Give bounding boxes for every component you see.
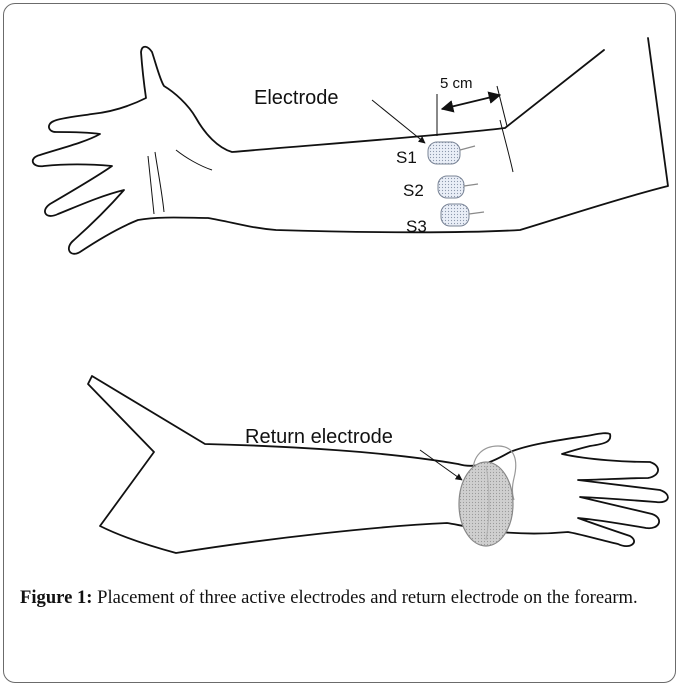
electrode-s3 [441, 204, 484, 226]
return-electrode-pointer [420, 450, 462, 480]
electrode-pointer [372, 100, 425, 143]
electrode-label: Electrode [254, 87, 339, 109]
top-arm-outline [33, 38, 668, 254]
top-arm: 5 cm Electrode S1 S2 S3 [33, 38, 668, 254]
return-electrode-label: Return electrode [245, 426, 393, 448]
distance-arrow [442, 95, 500, 109]
electrode-s1 [428, 142, 475, 164]
figure-caption: Figure 1: Placement of three active elec… [20, 584, 660, 611]
palm-line [176, 150, 212, 170]
forearm-diagram: 5 cm Electrode S1 S2 S3 Return el [0, 0, 681, 580]
wrist-crease-1 [148, 156, 154, 214]
wrist-crease-2 [155, 152, 164, 212]
bottom-arm: Return electrode [88, 376, 668, 553]
bottom-arm-outline [88, 376, 668, 553]
s2-label: S2 [403, 181, 424, 200]
return-electrode [459, 462, 513, 546]
caption-text: Placement of three active electrodes and… [97, 587, 638, 608]
electrode-s2 [438, 176, 478, 198]
figure-label: Figure 1: [20, 587, 92, 608]
s1-label: S1 [396, 148, 417, 167]
measure-tick-right [497, 86, 507, 126]
s3-label: S3 [406, 217, 427, 236]
distance-label: 5 cm [440, 75, 473, 92]
